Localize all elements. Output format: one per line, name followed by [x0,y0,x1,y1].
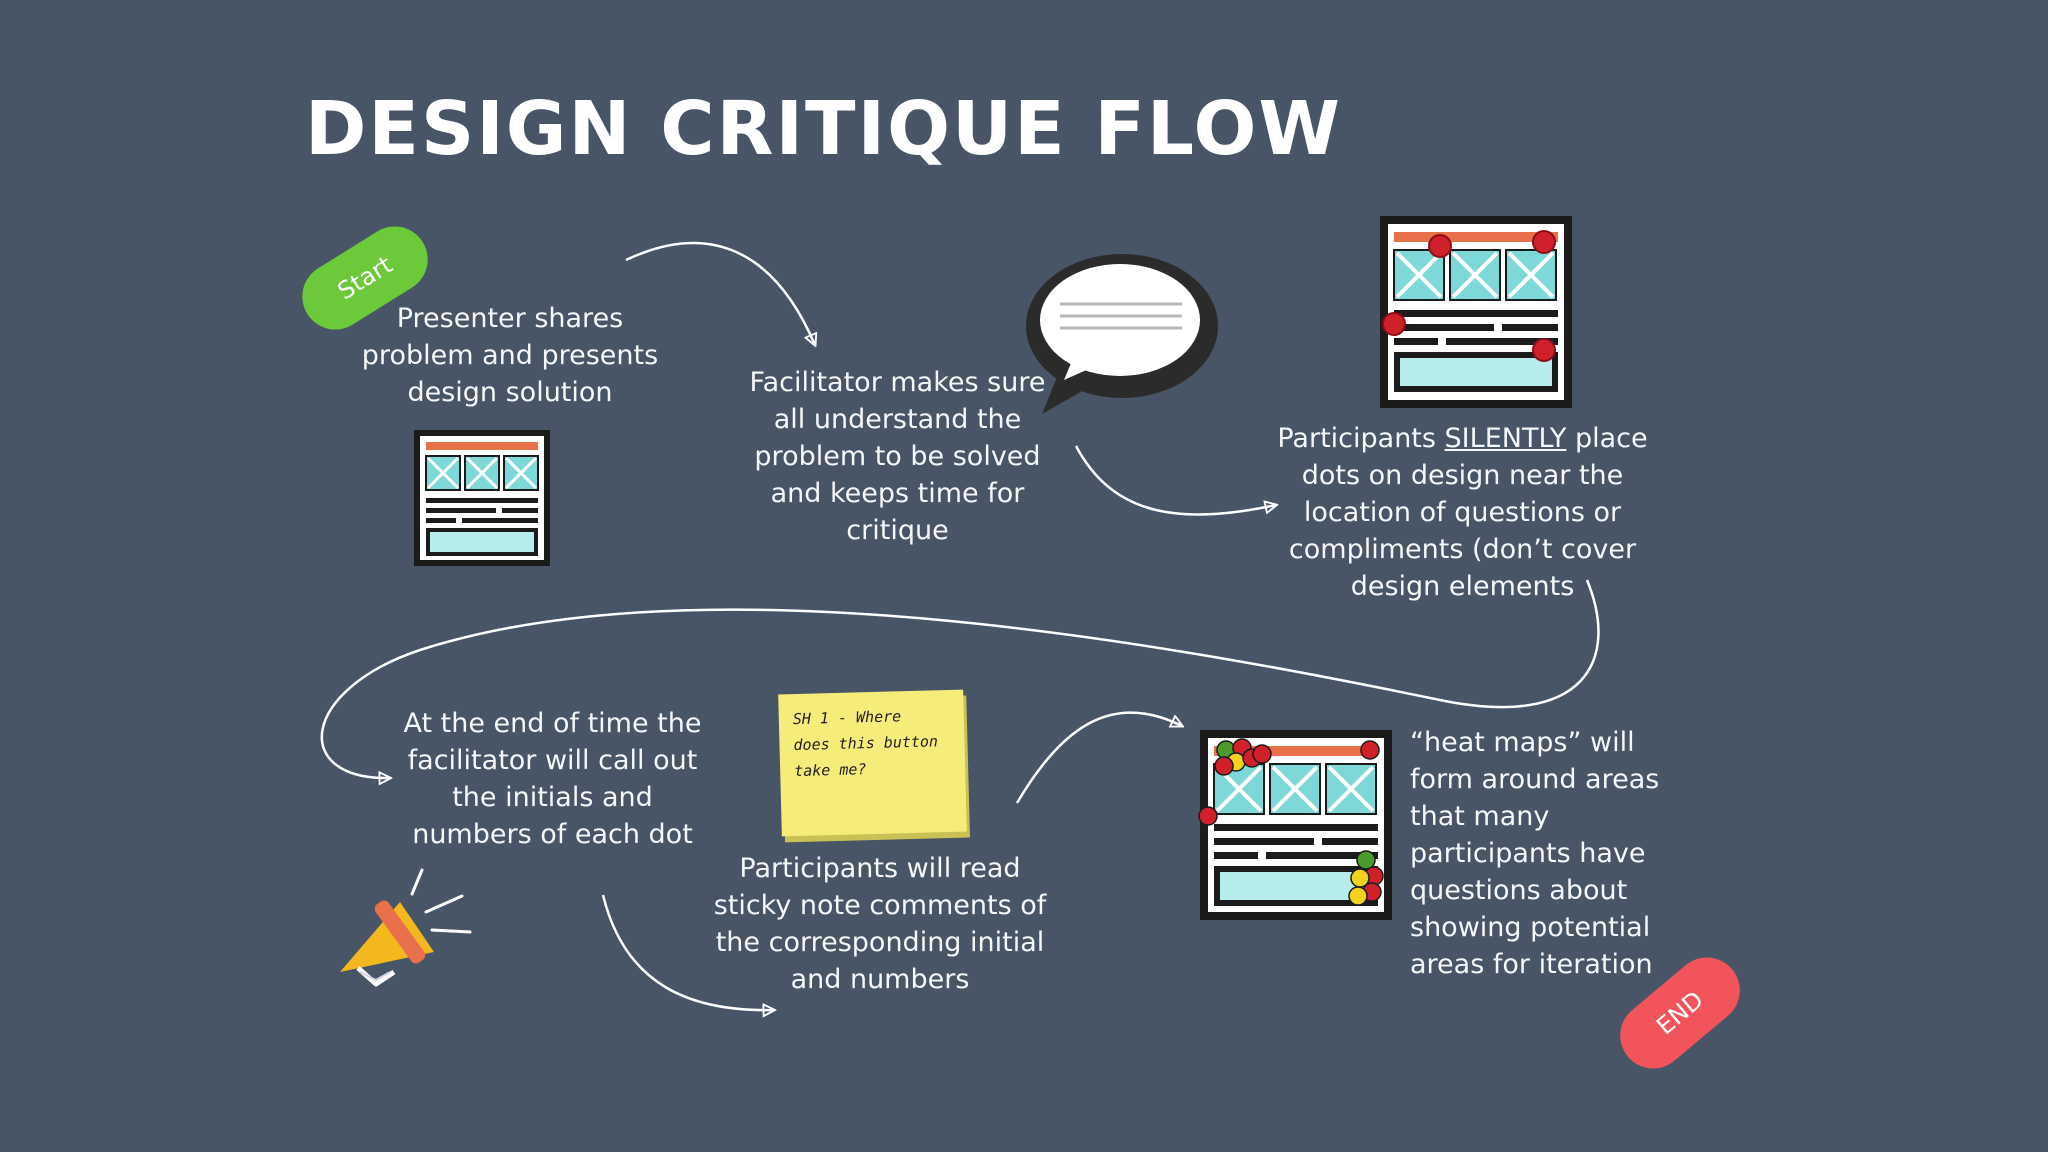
step-presenter-text: Presenter shares problem and presents de… [361,303,659,408]
step-heat-maps-text: “heat maps” will form around areas that … [1410,727,1660,980]
arrow-facilitator-to-participants [1074,445,1276,516]
arrow-presenter-to-facilitator [625,241,815,345]
page-title: DESIGN CRITIQUE FLOW [305,86,1342,172]
step-participants-text: Participants SILENTLY place dots on desi… [1277,423,1648,602]
arrow-read-notes-to-heat-map [1015,711,1182,804]
step-call-out-text: At the end of time the facilitator will … [403,708,702,850]
arrow-participants-to-call-out [320,579,1600,778]
step-facilitator-text: Facilitator makes sure all understand th… [749,367,1046,546]
megaphone-icon [340,868,472,987]
arrow-call-out-to-read-notes [601,894,774,1010]
wireframe-icon [414,430,550,566]
wireframe-with-dots-icon [1380,216,1572,408]
heat-map-wireframe-icon [1198,730,1392,920]
speech-bubble-icon [1026,254,1218,414]
step-read-notes-text: Participants will read sticky note comme… [713,853,1047,995]
